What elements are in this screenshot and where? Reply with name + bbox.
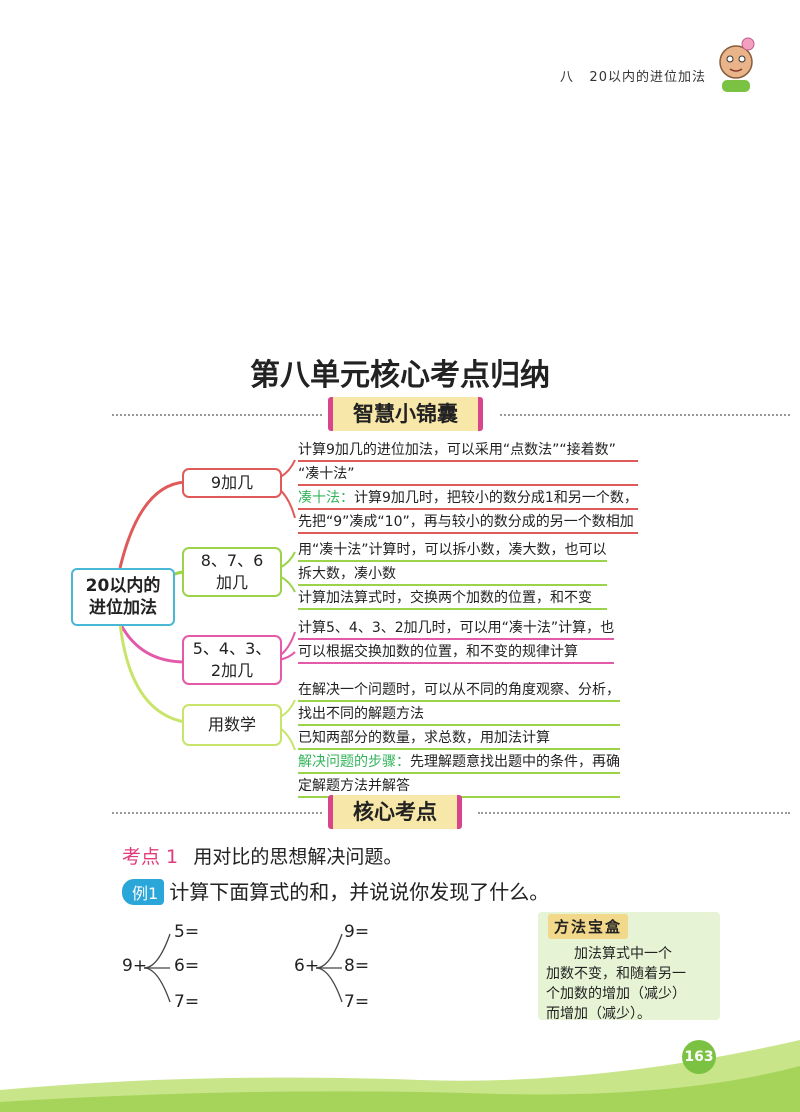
example-text: 计算下面算式的和，并说说你发现了什么。 [169,880,550,904]
branch-4-line-1: 在解决一个问题时，可以从不同的角度观察、分析， [298,680,620,702]
example-row: 例1 计算下面算式的和，并说说你发现了什么。 [122,876,549,905]
branch-1-label: 9加几 [210,473,254,492]
method-line-1: 加法算式中一个 [574,946,672,962]
math-group-2-item-1: 9= [344,922,370,942]
branch-1-line-4: 先把“9”凑成“10”，再与较小的数分成的另一个数相加 [298,512,638,534]
math-group-1-item-2: 6= [174,956,200,976]
branch-1-line-1: 计算9加几的进位加法，可以采用“点数法”“接着数” [298,440,638,462]
section-title-hexin: 核心考点 [328,795,462,829]
branch-4-label: 用数学 [207,715,256,734]
chapter-header: 八 20以内的进位加法 [560,66,706,85]
branch-1-line-3-text: 计算9加几时，把较小的数分成1和另一个数， [354,490,638,506]
kaodian-label: 考点 1 [122,846,179,868]
method-line-4: 而增加（减少）。 [546,1006,651,1022]
chapter-title: 20以内的进位加法 [589,70,706,85]
math-group-1-branches [143,933,171,1003]
branch-2-line-3: 计算加法算式时，交换两个加数的位置，和不变 [298,588,607,610]
example-badge: 例1 [122,879,165,905]
math-group-1-item-1: 5= [174,922,200,942]
branch-4-notes: 在解决一个问题时，可以从不同的角度观察、分析， 找出不同的解题方法 已知两部分的… [298,680,620,798]
branch-3-notes: 计算5、4、3、2加几时，可以用“凑十法”计算，也 可以根据交换加数的位置，和不… [298,618,615,664]
branch-3-label-1: 5、4、3、 [192,639,272,658]
method-line-3: 个加数的增加（减少） [546,986,686,1002]
branch-2-line-2: 拆大数，凑小数 [298,564,607,586]
math-group-2-item-3: 7= [344,992,370,1012]
divider-right-2 [478,812,790,814]
branch-3-line-1: 计算5、4、3、2加几时，可以用“凑十法”计算，也 [298,618,615,640]
math-group-2-item-2: 8= [344,956,370,976]
method-line-2: 加数不变，和随着另一 [546,966,686,982]
branch-4-line-2: 找出不同的解题方法 [298,704,620,726]
branch-use-math: 用数学 [182,704,282,746]
divider-right [500,414,790,416]
branch-2-notes: 用“凑十法”计算时，可以拆小数，凑大数，也可以 拆大数，凑小数 计算加法算式时，… [298,540,607,610]
highlight-couzhifa: 凑十法： [298,490,354,506]
kaodian-row: 考点 1 用对比的思想解决问题。 [122,842,402,869]
mascot-icon [719,37,755,92]
branch-4-line-4-text: 先理解题意找出题中的条件，再确 [410,754,620,770]
branch-2-label-2: 加几 [215,573,248,592]
branch-3-label-2: 2加几 [210,661,254,680]
page-title: 第八单元核心考点归纳 [250,358,550,393]
section-title-zhihui: 智慧小锦囊 [328,397,483,431]
branch-1-line-3: 凑十法：计算9加几时，把较小的数分成1和另一个数， [298,488,638,510]
kaodian-text: 用对比的思想解决问题。 [193,846,403,868]
page-number: 163 [682,1040,716,1074]
branch-4-line-3: 已知两部分的数量，求总数，用加法计算 [298,728,620,750]
branch-1-notes: 计算9加几的进位加法，可以采用“点数法”“接着数” “凑十法” 凑十法：计算9加… [298,440,638,534]
footer-wave [0,1040,800,1112]
branch-876-plus: 8、7、6 加几 [182,547,282,597]
branch-2-label-1: 8、7、6 [200,551,264,570]
math-group-2-branches [315,933,343,1003]
divider-left-2 [112,812,322,814]
divider-left [112,414,322,416]
branch-9-plus: 9加几 [182,468,282,498]
branch-3-line-2: 可以根据交换加数的位置，和不变的规律计算 [298,642,615,664]
math-group-1-base: 9+ [122,956,148,976]
math-group-2-base: 6+ [294,956,320,976]
branch-1-line-2: “凑十法” [298,464,638,486]
method-box-body: 加法算式中一个 加数不变，和随着另一 个加数的增加（减少） 而增加（减少）。 [546,944,716,1024]
branch-5432-plus: 5、4、3、 2加几 [182,635,282,685]
branch-4-line-4: 解决问题的步骤：先理解题意找出题中的条件，再确 [298,752,620,774]
chapter-number: 八 [560,70,575,85]
highlight-steps: 解决问题的步骤： [298,754,410,770]
math-group-1-item-3: 7= [174,992,200,1012]
root-line-2: 进位加法 [89,598,157,618]
root-line-1: 20以内的 [85,576,161,596]
branch-2-line-1: 用“凑十法”计算时，可以拆小数，凑大数，也可以 [298,540,607,562]
method-box-title: 方法宝盒 [548,914,629,939]
mindmap-root: 20以内的 进位加法 [71,568,175,626]
